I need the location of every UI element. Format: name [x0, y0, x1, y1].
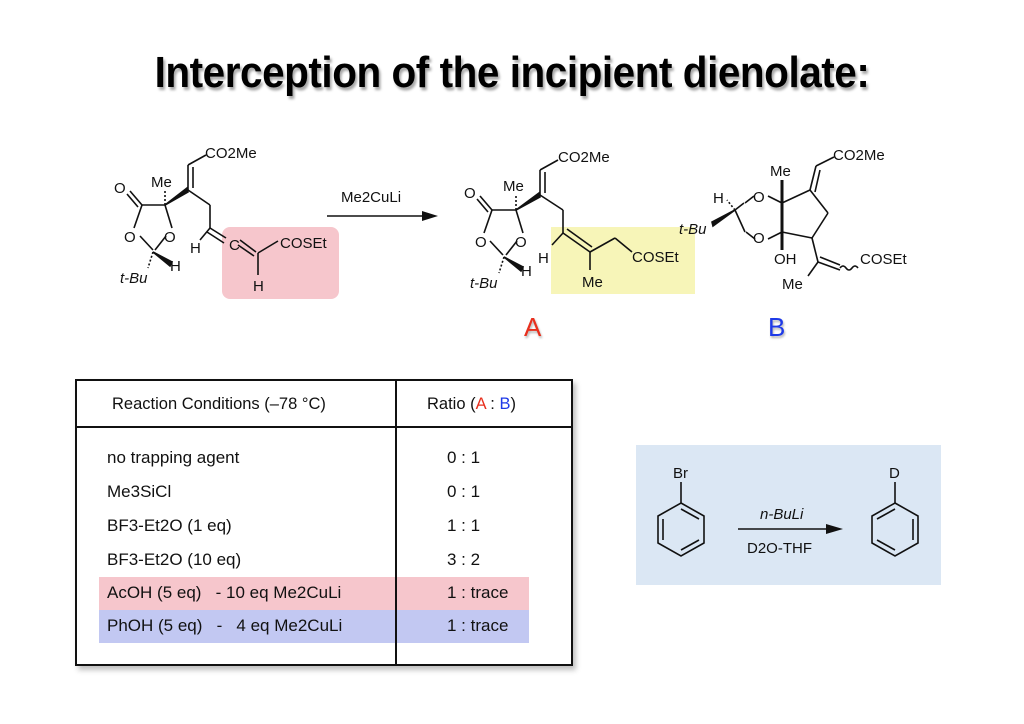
- sm-carbonyl-o: O: [114, 180, 126, 197]
- b-cosEt-label: COSEt: [860, 251, 908, 268]
- a-tbu-label: t-Bu: [470, 275, 498, 292]
- row-conditions: BF3-Et2O (10 eq): [107, 550, 242, 569]
- inset-bg: [636, 445, 941, 585]
- row-ratio: 1 : trace: [447, 616, 509, 635]
- a-me2-label: Me: [582, 274, 603, 291]
- reagent-label: Me2CuLi: [341, 189, 402, 206]
- product-b-structure: [711, 156, 859, 277]
- starting-material-structure: [126, 154, 279, 275]
- page-title: Interception of the incipient dienolate:: [154, 48, 870, 97]
- header-ratio-prefix: Ratio (: [427, 395, 476, 413]
- a-ring-o1: O: [475, 234, 487, 251]
- deuterobenzene-structure: [871, 482, 919, 557]
- row-conditions: PhOH (5 eq) - 4 eq Me2CuLi: [107, 616, 343, 635]
- b-me2-label: Me: [782, 276, 803, 293]
- header-ratio-sep: :: [485, 395, 500, 413]
- a-acetal-h: H: [521, 263, 532, 280]
- sm-tbu-label: t-Bu: [120, 270, 148, 287]
- table-row-highlight-blue: PhOH (5 eq) - 4 eq Me2CuLi 1 : trace: [99, 610, 529, 643]
- table-row-highlight-pink: AcOH (5 eq) - 10 eq Me2CuLi 1 : trace: [99, 577, 529, 610]
- a-carbonyl-o: O: [464, 185, 476, 202]
- conditions-table: Reaction Conditions (–78 °C) Ratio (A : …: [75, 379, 573, 666]
- sm-allene-c: C: [229, 237, 240, 254]
- bromobenzene-structure: [657, 482, 705, 557]
- sm-me-label: Me: [151, 174, 172, 191]
- trisubstituted-alkene-highlight: [551, 227, 695, 294]
- header-conditions: Reaction Conditions (–78 °C): [112, 395, 326, 413]
- header-ratio: Ratio (A : B): [427, 395, 516, 414]
- sm-co2me-label: CO2Me: [205, 145, 257, 162]
- sm-ring-o1: O: [124, 229, 136, 246]
- sm-ring-o2: O: [164, 229, 176, 246]
- sm-acetal-h: H: [170, 258, 181, 275]
- b-tbu-label: t-Bu: [679, 221, 707, 238]
- product-b-label: B: [768, 312, 786, 342]
- inset-reagent-bottom: D2O-THF: [747, 540, 812, 557]
- header-ratio-b: B: [499, 395, 511, 413]
- a-ring-o2: O: [515, 234, 527, 251]
- header-ratio-a: A: [475, 395, 486, 413]
- row-ratio: 1 : 1: [447, 516, 481, 535]
- deuterium-label: D: [889, 465, 900, 482]
- row-conditions: BF3-Et2O (1 eq): [107, 516, 232, 535]
- inset-arrow: [738, 524, 843, 534]
- table-row: Me3SiCl 0 : 1: [99, 476, 529, 509]
- row-ratio: 3 : 2: [447, 550, 481, 569]
- allene-highlight: [222, 227, 339, 299]
- table-row: no trapping agent 0 : 1: [99, 442, 529, 475]
- starting-material-labels: Me O O O H H C COSEt H: [114, 174, 328, 295]
- reaction-arrow: [327, 211, 438, 221]
- row-ratio: 1 : trace: [447, 583, 509, 602]
- inset-reagent-top: n-BuLi: [760, 506, 804, 523]
- row-conditions: Me3SiCl: [107, 482, 172, 501]
- b-me-label: Me: [770, 163, 791, 180]
- bromo-label: Br: [673, 465, 688, 482]
- column-divider: [395, 381, 397, 664]
- b-ring-o1: O: [753, 189, 765, 206]
- table-row: BF3-Et2O (1 eq) 1 : 1: [99, 510, 529, 543]
- product-a-label: A: [524, 312, 542, 342]
- row-ratio: 0 : 1: [447, 448, 481, 467]
- b-co2me-label: CO2Me: [833, 147, 885, 164]
- b-h-label: H: [713, 190, 724, 207]
- b-oh-label: OH: [774, 251, 797, 268]
- sm-allene-h2: H: [253, 278, 264, 295]
- product-a-structure: [476, 159, 633, 274]
- a-cosEt-label: COSEt: [632, 249, 680, 266]
- row-ratio: 0 : 1: [447, 482, 481, 501]
- header-divider: [77, 426, 571, 428]
- product-b-labels: Me H O O OH Me COSEt: [713, 163, 908, 293]
- row-conditions: AcOH (5 eq) - 10 eq Me2CuLi: [107, 583, 342, 602]
- table-row: BF3-Et2O (10 eq) 3 : 2: [99, 544, 529, 577]
- b-ring-o2: O: [753, 230, 765, 247]
- row-conditions: no trapping agent: [107, 448, 240, 467]
- product-a-labels: Me O O O H H Me COSEt: [464, 178, 680, 291]
- header-ratio-suffix: ): [510, 395, 517, 413]
- sm-allene-h1: H: [190, 240, 201, 257]
- a-vinyl-h: H: [538, 250, 549, 267]
- a-co2me-label: CO2Me: [558, 149, 610, 166]
- sm-cosEt-label: COSEt: [280, 235, 328, 252]
- a-me-label: Me: [503, 178, 524, 195]
